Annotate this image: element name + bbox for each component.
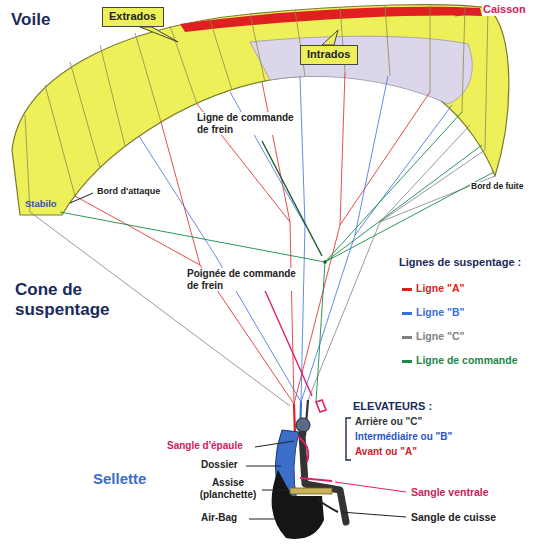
- brake-handle-leader: [262, 284, 312, 396]
- part-label: Caisson: [482, 3, 527, 16]
- part-label: Assise (planchette): [194, 477, 262, 500]
- callout-box: Intrados: [300, 45, 358, 65]
- brake-junction: [323, 260, 327, 264]
- part-label: Dossier: [200, 459, 239, 471]
- part-label: Sangle ventrale: [410, 486, 490, 498]
- part-label: Stabilo: [24, 199, 58, 210]
- part-label: Sangle de cuisse: [410, 511, 497, 523]
- box-text: Extrados: [109, 10, 157, 23]
- legend-item: Ligne "B": [402, 306, 464, 319]
- legend-title: Lignes de suspentage :: [398, 256, 522, 269]
- brake-line-leader: [262, 141, 322, 256]
- legend-text: Ligne de commande: [416, 354, 518, 366]
- riser-bracket: [346, 418, 351, 460]
- box-text: Intrados: [307, 48, 351, 61]
- legend-text: Ligne "C": [416, 330, 464, 342]
- ventral-strap: [300, 478, 332, 481]
- legend-swatch: [402, 336, 412, 339]
- riser-label: Avant ou "A": [354, 446, 418, 458]
- legend-text: Ligne "B": [416, 306, 464, 318]
- intrados-pointer: [322, 30, 338, 45]
- leading-edge-leader: [70, 193, 93, 203]
- extrados-pointer: [140, 27, 178, 42]
- intrados-area: [250, 36, 472, 104]
- shoulder-strap: [297, 436, 308, 462]
- legend-swatch: [402, 360, 412, 363]
- a-lines: [75, 72, 430, 404]
- b-lines: [139, 76, 452, 402]
- part-label: Sangle d'épaule: [166, 440, 244, 452]
- riser-label: Intermédiaire ou "B": [354, 431, 453, 443]
- callout-box: Extrados: [102, 7, 164, 27]
- ventral-leader: [335, 482, 406, 492]
- part-label: Bord d'attaque: [96, 186, 161, 196]
- legend-item: Ligne de commande: [402, 354, 518, 367]
- thigh-strap: [318, 500, 338, 512]
- section-label: Sellette: [92, 470, 147, 487]
- legend-text: Ligne "A": [416, 282, 464, 294]
- part-label: Poignée de commande de frein: [186, 268, 300, 291]
- canopy: [12, 5, 509, 215]
- section-label: Cone de suspentage: [14, 280, 116, 319]
- riser-title: ELEVATEURS :: [352, 400, 433, 413]
- seat-plank: [290, 488, 332, 494]
- part-label: Voile: [10, 10, 51, 30]
- legend-item: Ligne "A": [402, 282, 464, 295]
- caisson-leader: [455, 12, 479, 16]
- brake-handle: [316, 400, 326, 412]
- part-label: Bord de fuite: [470, 182, 524, 192]
- caisson-band: [180, 7, 482, 32]
- part-label: Air-Bag: [200, 512, 238, 524]
- part-label: Ligne de commande de frein: [196, 112, 300, 135]
- legend-swatch: [402, 288, 412, 291]
- pilot-helmet: [296, 418, 310, 432]
- riser-label: Arrière ou "C": [354, 416, 423, 428]
- legend-swatch: [402, 312, 412, 315]
- legend-item: Ligne "C": [402, 330, 464, 343]
